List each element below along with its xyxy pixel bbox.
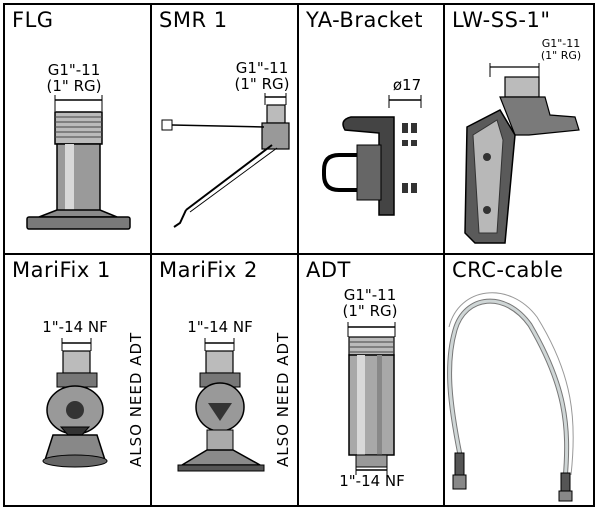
thread-spec-line1: G1"-11 (541, 37, 581, 50)
marifix2-drawing (177, 338, 265, 472)
product-cell-smr1: SMR 1 G1"-11 (1" RG) (152, 5, 299, 255)
flg-mount-drawing (26, 95, 131, 230)
thread-spec: G1"-11 (1" RG) (533, 38, 589, 62)
thread-spec: 1"-14 NF (187, 318, 253, 336)
crc-cable-drawing (447, 292, 574, 502)
adt-adapter-drawing (347, 322, 396, 475)
thread-spec: G1"-11 (1" RG) (39, 62, 109, 94)
thread-spec-line2: (1" RG) (540, 49, 582, 62)
diameter-spec: ø17 (392, 76, 422, 94)
product-cell-adt: ADT G1"-11 (1" RG) 1"-14 NF (299, 255, 445, 505)
thread-spec-bottom: 1"-14 NF (339, 472, 405, 490)
thread-spec-line2: (1" RG) (234, 75, 290, 93)
product-cell-marifix1: MariFix 1 1"-14 NF ALSO NEED ADT (5, 255, 152, 505)
product-cell-ya-bracket: YA-Bracket ø17 (299, 5, 445, 255)
product-title: SMR 1 (159, 8, 228, 32)
product-title: YA-Bracket (306, 8, 423, 32)
thread-spec-line1: G1"-11 (235, 59, 289, 77)
thread-spec: 1"-14 NF (42, 318, 108, 336)
smr1-rail-mount-drawing (161, 93, 290, 228)
product-cell-flg: FLG G1"-11 (1" RG) (5, 5, 152, 255)
marifix1-drawing (42, 338, 108, 468)
thread-spec-line1: G1"-11 (47, 61, 101, 79)
product-title: MariFix 2 (159, 258, 258, 282)
lw-ss-1-wall-mount-drawing (464, 63, 580, 244)
thread-spec-line1: G1"-11 (343, 286, 397, 304)
product-title: ADT (306, 258, 351, 282)
thread-spec: G1"-11 (1" RG) (227, 60, 297, 92)
product-cell-marifix2: MariFix 2 1"-14 NF ALSO NEED ADT (152, 255, 299, 505)
product-cell-crc-cable: CRC-cable (445, 255, 593, 505)
product-title: FLG (12, 8, 54, 32)
thread-spec-line2: (1" RG) (46, 77, 102, 95)
product-title: MariFix 1 (12, 258, 111, 282)
thread-spec-line2: (1" RG) (342, 302, 398, 320)
ya-bracket-drawing (322, 95, 422, 216)
thread-spec-top: G1"-11 (1" RG) (335, 287, 405, 319)
product-cell-lw-ss-1: LW-SS-1" G1"-11 (1" RG) (445, 5, 593, 255)
product-title: LW-SS-1" (452, 8, 551, 32)
product-title: CRC-cable (452, 258, 564, 282)
product-grid: FLG G1"-11 (1" RG) SMR 1 G1"-11 (1" RG) (3, 3, 595, 507)
